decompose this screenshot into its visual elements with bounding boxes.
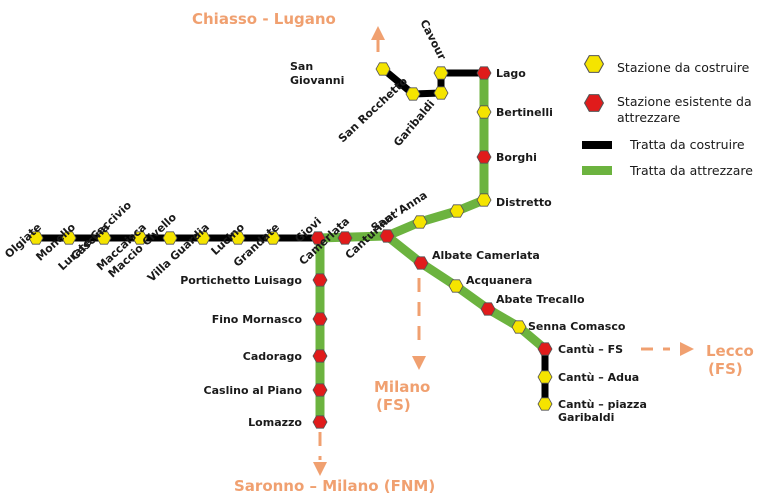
label-cantu-fs: Cantù – FS: [558, 343, 623, 356]
dest-lecco-1: Lecco: [706, 342, 754, 360]
lecco-arrowhead: [680, 342, 694, 356]
label-senna-comasco: Senna Comasco: [528, 320, 626, 333]
label-cavour: Cavour: [417, 17, 449, 62]
station-cantu-piazza: [537, 397, 553, 411]
label-portichetto: Portichetto Luisago: [180, 274, 302, 287]
chiasso-arrowhead: [371, 26, 385, 40]
label-lago: Lago: [496, 67, 526, 80]
station-lago: [476, 66, 492, 80]
station-santanna-a: [412, 215, 428, 229]
label-cadorago: Cadorago: [243, 350, 303, 363]
dest-saronno: Saronno – Milano (FNM): [234, 477, 435, 495]
legend-new-station-label: Stazione da costruire: [617, 60, 750, 75]
label-san-giovanni-1: San: [290, 60, 313, 73]
dest-milano-1: Milano: [374, 378, 430, 396]
label-borghi: Borghi: [496, 151, 537, 164]
milano-arrowhead: [412, 356, 426, 370]
station-caslino: [312, 383, 328, 397]
dest-chiasso-lugano: Chiasso - Lugano: [192, 10, 336, 28]
station-santanna-b: [449, 204, 465, 218]
station-cantu-fs: [537, 342, 553, 356]
station-abate-trecallo: [480, 302, 496, 316]
legend: Stazione da costruire Stazione esistente…: [582, 55, 753, 178]
label-garibaldi: Garibaldi: [391, 98, 437, 150]
label-cantu-adua: Cantù – Adua: [558, 371, 639, 384]
legend-equip-track-swatch: [582, 166, 612, 175]
station-distretto: [476, 193, 492, 207]
label-cantu-piazza-2: Garibaldi: [558, 411, 614, 424]
label-abate-trecallo: Abate Trecallo: [496, 293, 585, 306]
legend-new-station-icon: [584, 55, 604, 73]
destination-labels: Chiasso - Lugano Milano (FS) Saronno – M…: [192, 10, 754, 495]
label-acquanera: Acquanera: [466, 274, 532, 287]
label-bertinelli: Bertinelli: [496, 106, 553, 119]
label-lomazzo: Lomazzo: [248, 416, 302, 429]
label-albate-camerlata: Albate Camerlata: [432, 249, 540, 262]
label-distretto: Distretto: [496, 196, 552, 209]
legend-existing-station-label-2: attrezzare: [617, 110, 681, 125]
label-san-giovanni-2: Giovanni: [290, 74, 344, 87]
station-cavour: [433, 66, 449, 80]
legend-equip-track-label: Tratta da attrezzare: [629, 163, 753, 178]
horizontal-labels: San Giovanni Lago Bertinelli Borghi Dist…: [180, 60, 647, 429]
station-borghi: [476, 150, 492, 164]
station-cadorago: [312, 349, 328, 363]
station-albate-camerlata: [413, 256, 429, 270]
station-portichetto: [312, 273, 328, 287]
legend-existing-station-icon: [584, 94, 604, 112]
legend-existing-station-label-1: Stazione esistente da: [617, 94, 752, 109]
label-caslino: Caslino al Piano: [204, 384, 303, 397]
legend-new-track-swatch: [582, 141, 612, 149]
station-markers: [28, 62, 553, 429]
legend-new-track-label: Tratta da costruire: [629, 137, 745, 152]
station-maccio-civello: [162, 231, 178, 245]
saronno-arrowhead: [313, 462, 327, 476]
station-lomazzo: [312, 415, 328, 429]
station-fino-mornasco: [312, 312, 328, 326]
station-garibaldi: [433, 86, 449, 100]
station-acquanera: [448, 279, 464, 293]
dest-milano-2: (FS): [376, 396, 411, 414]
station-san-giovanni: [375, 62, 391, 76]
station-cantu-adua: [537, 370, 553, 384]
station-bertinelli: [476, 105, 492, 119]
station-san-rocchetto: [405, 87, 421, 101]
dest-arrows: [313, 26, 694, 476]
label-cantu-piazza-1: Cantù – piazza: [558, 398, 647, 411]
label-fino-mornasco: Fino Mornasco: [212, 313, 303, 326]
station-senna-comasco: [511, 320, 527, 334]
track-equip-main: [317, 73, 489, 243]
dest-lecco-2: (FS): [708, 360, 743, 378]
